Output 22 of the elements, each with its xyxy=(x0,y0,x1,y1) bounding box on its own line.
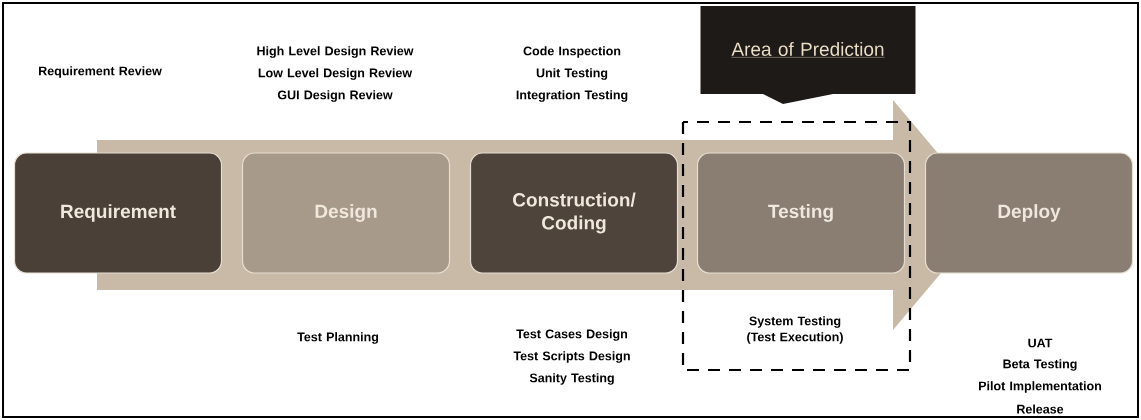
activity-label: Pilot Implementation xyxy=(979,381,1101,393)
activity-label: High Level Design Review xyxy=(257,46,414,58)
activity-label: Low Level Design Review xyxy=(258,68,413,80)
activity-label: Integration Testing xyxy=(516,90,628,102)
activity-label: Test Scripts Design xyxy=(513,351,630,363)
activity-label: Sanity Testing xyxy=(529,373,614,385)
phase-box: Construction/ Coding xyxy=(469,152,679,274)
activity-label: Test Planning xyxy=(297,332,379,344)
activity-label: Requirement Review xyxy=(39,66,162,78)
activity-label: Beta Testing xyxy=(1003,359,1077,371)
activity-label: System Testing (Test Execution) xyxy=(747,316,843,344)
activity-label: GUI Design Review xyxy=(277,90,393,102)
phase-box: Testing xyxy=(696,152,906,274)
phase-box: Requirement xyxy=(13,152,223,274)
activity-label: UAT xyxy=(1028,338,1053,348)
phase-box: Design xyxy=(241,152,451,274)
activity-label: Unit Testing xyxy=(536,68,608,80)
phase-box: Deploy xyxy=(924,152,1134,274)
activity-label: Test Cases Design xyxy=(516,329,627,341)
callout-box: Area of Prediction xyxy=(700,6,916,104)
activity-label: Release xyxy=(1017,404,1064,414)
activity-label: Code Inspection xyxy=(523,46,621,58)
